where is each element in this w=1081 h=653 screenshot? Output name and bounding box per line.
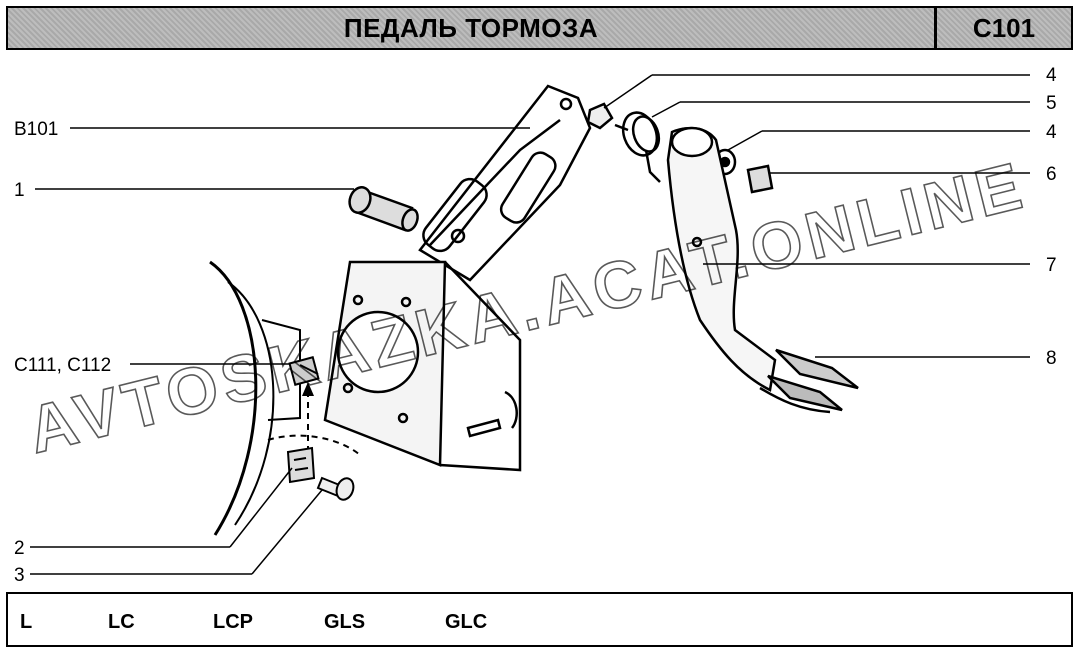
pin-drawing [348,186,419,232]
pedal-bracket-drawing [323,84,592,472]
label-part-4-lower: 4 [1046,122,1057,143]
variant-l: L [20,611,33,633]
variant-gls: GLS [324,611,366,633]
label-part-5: 5 [1046,93,1057,114]
page-title: ПЕДАЛЬ ТОРМОЗА [343,12,599,43]
variant-lc: LC [108,611,135,633]
leader-lines [30,74,1030,575]
label-part-3: 3 [14,565,25,586]
variant-lcp: LCP [213,611,253,633]
variant-glc: GLC [445,611,488,633]
label-part-8: 8 [1046,348,1057,369]
diagram-code: C101 [934,8,1071,48]
clevis-pin-drawing [316,476,355,501]
model-variants-bar: L LC LCP GLS GLC [6,592,1073,647]
label-part-2: 2 [14,538,25,559]
arrow-head [302,382,314,396]
label-part-4-top: 4 [1046,65,1057,86]
brake-pedal-diagram: B101 1 C111, C112 2 3 4 5 4 6 7 8 AVTOSK… [14,65,1057,586]
assembly-arrow [267,392,361,456]
header-bar: ПЕДАЛЬ ТОРМОЗА C101 [6,6,1073,50]
brake-pedal-arm-drawing [666,126,859,414]
label-part-6: 6 [1046,164,1057,185]
stop-light-switch-drawing [288,356,320,386]
watermark-text: AVTOSKAZKA.ACAT.ONLINE [21,148,1029,467]
label-c111-c112: C111, C112 [14,355,111,376]
label-part-1: 1 [14,180,25,201]
label-part-7: 7 [1046,255,1057,276]
clip-drawing [286,446,316,484]
label-b101: B101 [14,119,58,140]
